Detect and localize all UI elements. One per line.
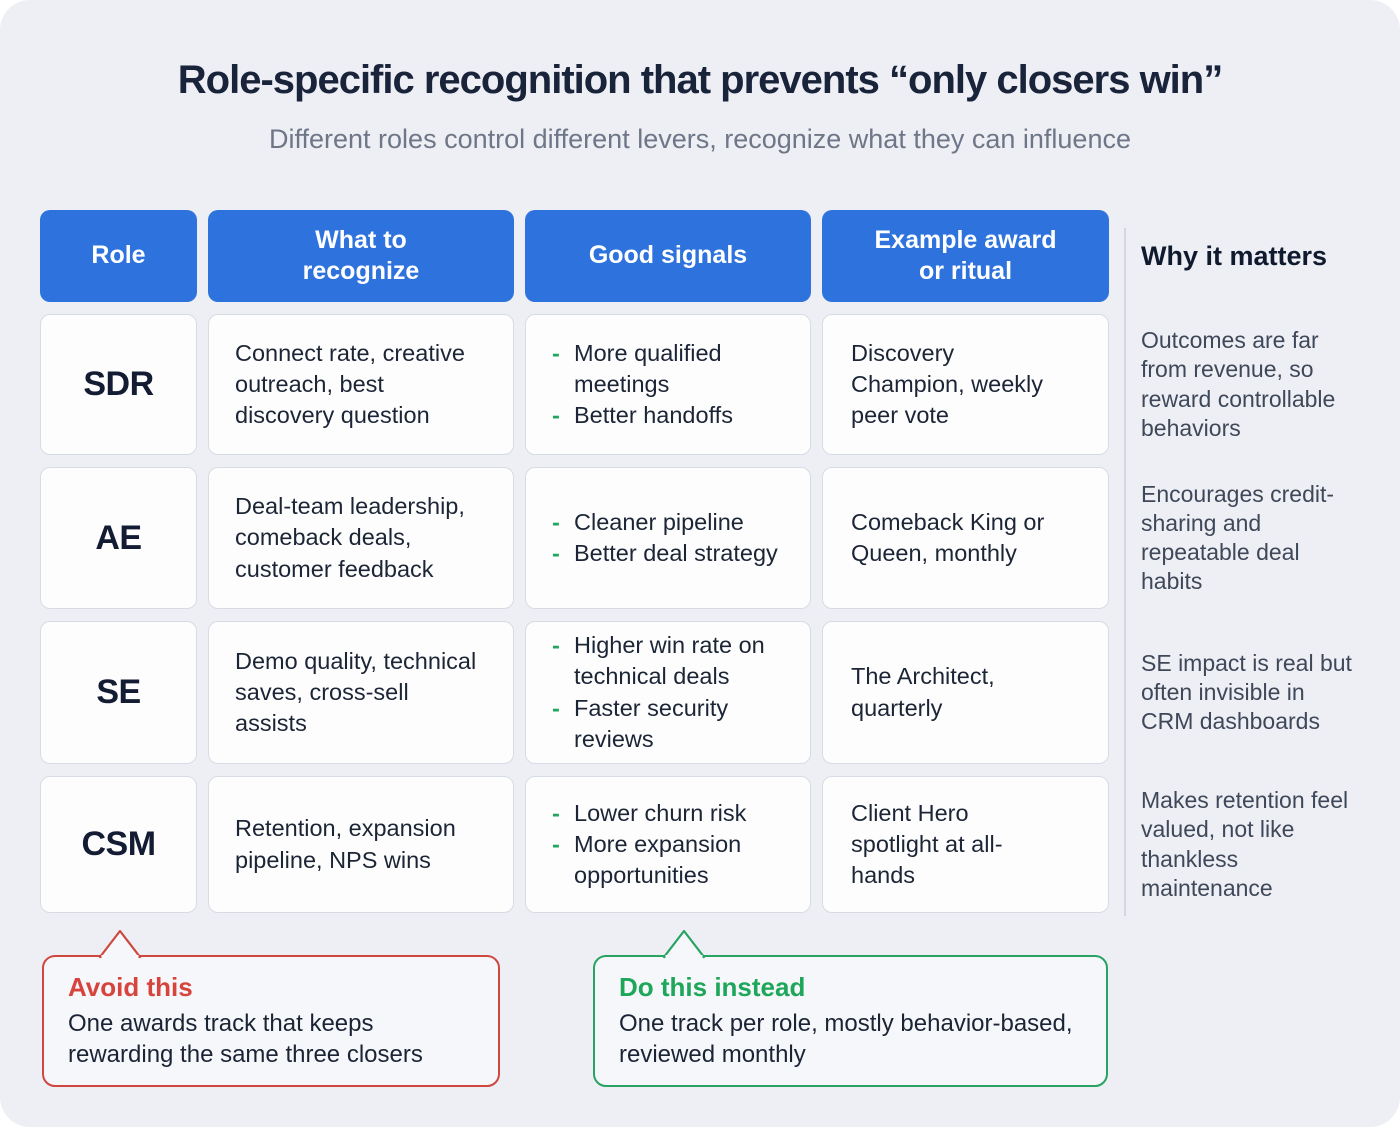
- why-cell-csm: Makes retention feel valued, not like th…: [1141, 787, 1349, 901]
- why-column-divider: [1124, 228, 1126, 916]
- signal-item: More expansion opportunities: [552, 829, 790, 891]
- role-cell-csm: CSM: [40, 776, 197, 913]
- dash-icon: [552, 630, 574, 692]
- recognition-table: Role What to recognize Good signals Exam…: [40, 210, 1361, 913]
- why-cell-sdr: Outcomes are far from revenue, so reward…: [1141, 327, 1336, 441]
- signal-item: Higher win rate on technical deals: [552, 630, 790, 692]
- signal-item: Faster security reviews: [552, 693, 790, 755]
- signal-item: Better handoffs: [552, 400, 790, 431]
- dash-icon: [552, 507, 574, 538]
- do-instead-callout-title: Do this instead: [619, 972, 806, 1002]
- recognize-cell-csm: Retention, expansion pipeline, NPS wins: [208, 776, 514, 913]
- do-instead-callout: Do this instead One track per role, most…: [593, 929, 1108, 1087]
- recognize-cell-sdr: Connect rate, creative outreach, best di…: [208, 314, 514, 455]
- award-cell-ae: Comeback King or Queen, monthly: [822, 467, 1109, 609]
- signal-item: More qualified meetings: [552, 338, 790, 400]
- role-cell-sdr: SDR: [40, 314, 197, 455]
- dash-icon: [552, 829, 574, 891]
- signals-cell-ae: Cleaner pipeline Better deal strategy: [525, 467, 811, 609]
- signals-cell-csm: Lower churn risk More expansion opportun…: [525, 776, 811, 913]
- do-instead-pointer-icon: [662, 929, 706, 959]
- column-header-recognize: What to recognize: [208, 210, 514, 302]
- avoid-callout-title: Avoid this: [68, 972, 193, 1002]
- role-cell-ae: AE: [40, 467, 197, 609]
- dash-icon: [552, 338, 574, 400]
- column-header-role: Role: [40, 210, 197, 302]
- signal-item: Better deal strategy: [552, 538, 778, 569]
- award-cell-se: The Architect, quarterly: [822, 621, 1109, 764]
- avoid-pointer-icon: [98, 929, 142, 959]
- why-cell-se: SE impact is real but often invisible in…: [1141, 649, 1352, 735]
- column-header-signals: Good signals: [525, 210, 811, 302]
- dash-icon: [552, 400, 574, 431]
- page-subtitle: Different roles control different levers…: [269, 124, 1131, 154]
- do-instead-callout-text: One track per role, mostly behavior-base…: [619, 1010, 1073, 1069]
- award-cell-csm: Client Hero spotlight at all-hands: [822, 776, 1109, 913]
- column-header-award: Example award or ritual: [822, 210, 1109, 302]
- signals-cell-se: Higher win rate on technical deals Faste…: [525, 621, 811, 764]
- dash-icon: [552, 538, 574, 569]
- recognize-cell-se: Demo quality, technical saves, cross-sel…: [208, 621, 514, 764]
- role-cell-se: SE: [40, 621, 197, 764]
- signal-item: Cleaner pipeline: [552, 507, 778, 538]
- why-cell-ae: Encourages credit-sharing and repeatable…: [1141, 480, 1335, 595]
- signal-item: Lower churn risk: [552, 798, 790, 829]
- dash-icon: [552, 798, 574, 829]
- page-title: Role-specific recognition that prevents …: [177, 58, 1223, 102]
- column-header-why: Why it matters: [1141, 240, 1328, 271]
- dash-icon: [552, 693, 574, 755]
- avoid-callout: Avoid this One awards track that keeps r…: [42, 929, 500, 1087]
- signals-cell-sdr: More qualified meetings Better handoffs: [525, 314, 811, 455]
- award-cell-sdr: Discovery Champion, weekly peer vote: [822, 314, 1109, 455]
- recognize-cell-ae: Deal-team leadership, comeback deals, cu…: [208, 467, 514, 609]
- avoid-callout-text: One awards track that keeps rewarding th…: [68, 1010, 423, 1069]
